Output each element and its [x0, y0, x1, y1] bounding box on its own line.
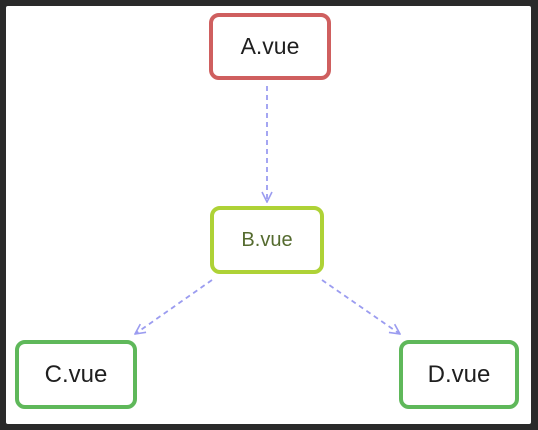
- node-a-vue: A.vue: [209, 13, 331, 80]
- node-c-label: C.vue: [44, 360, 108, 388]
- edges-layer: [6, 86, 531, 424]
- edge-b-to-d: [321, 279, 400, 334]
- node-b-label: B.vue: [241, 228, 293, 251]
- diagram-canvas: A.vue B.vue C.vue D.vue: [6, 6, 531, 424]
- edge-b-to-c: [135, 279, 213, 334]
- node-d-vue: D.vue: [399, 340, 519, 409]
- node-c-vue: C.vue: [15, 340, 137, 409]
- node-a-label: A.vue: [240, 33, 300, 59]
- node-d-label: D.vue: [427, 360, 491, 388]
- node-b-vue: B.vue: [210, 206, 324, 274]
